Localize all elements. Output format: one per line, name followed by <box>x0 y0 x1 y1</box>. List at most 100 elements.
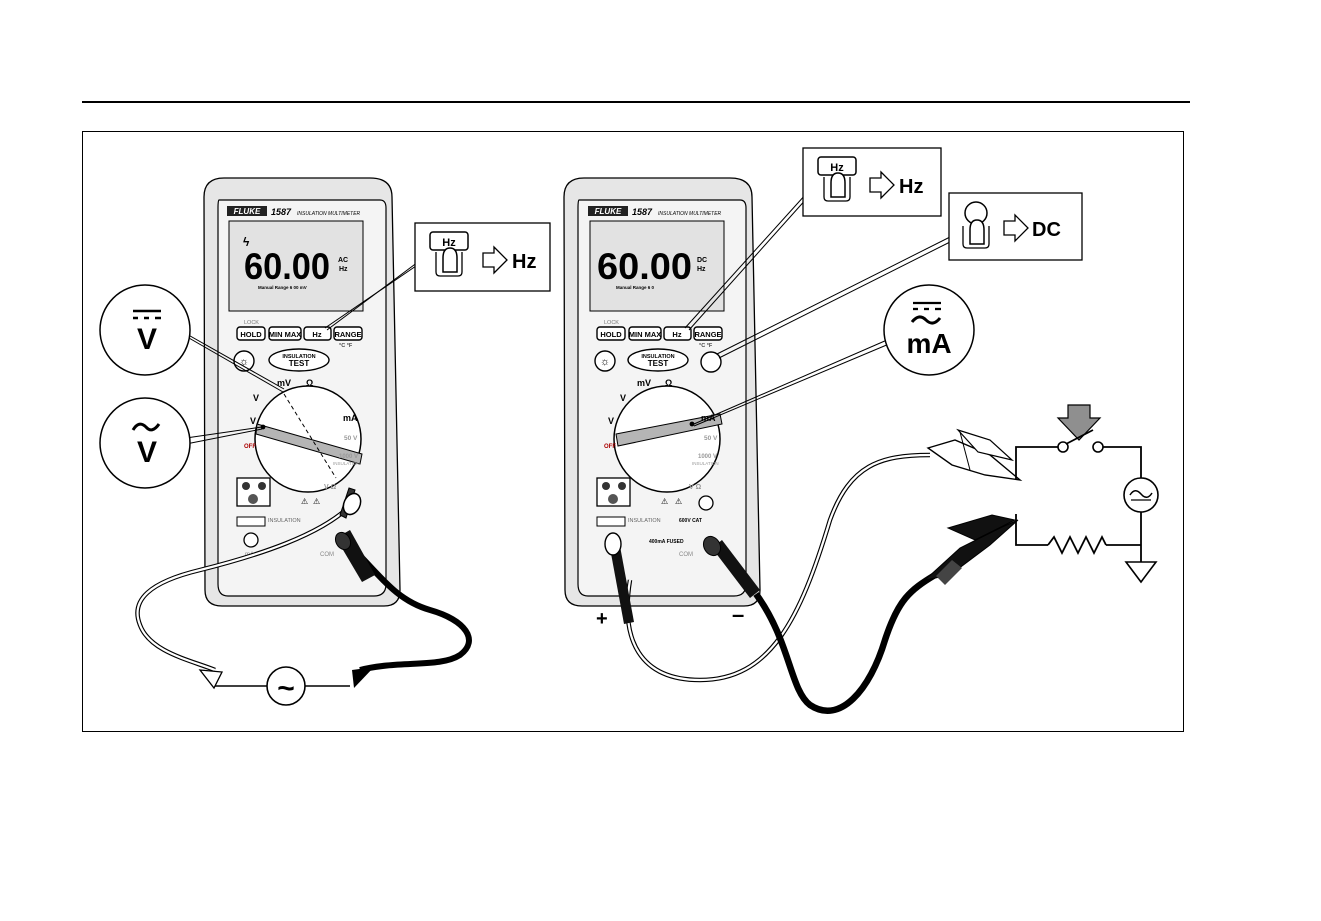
svg-text:V Ω: V Ω <box>689 484 702 491</box>
svg-text:DC: DC <box>1032 219 1061 241</box>
left-product: INSULATION MULTIMETER <box>297 211 361 217</box>
right-model: 1587 <box>632 207 653 217</box>
svg-text:V: V <box>137 323 157 356</box>
left-lock-label: LOCK <box>244 320 259 326</box>
left-backlight-button[interactable]: ☼ <box>233 350 255 372</box>
right-range-button[interactable]: RANGE <box>693 326 723 341</box>
svg-text:MIN MAX: MIN MAX <box>269 330 302 339</box>
callout-dc: DC <box>716 192 1083 359</box>
left-dial-vac: V <box>250 416 256 426</box>
right-dial-1000v: 1000 V <box>698 454 717 460</box>
resistor-symbol <box>1047 534 1107 556</box>
right-insulation-test-button[interactable]: INSULATION TEST <box>627 348 689 372</box>
alligator-clip-white <box>926 428 1023 482</box>
right-sun-icon: ☼ <box>600 356 610 368</box>
right-hz-button[interactable]: Hz <box>663 326 692 341</box>
svg-text:INSULATION: INSULATION <box>628 518 661 524</box>
press-arrow-icon <box>1056 404 1102 441</box>
right-backlight-button[interactable]: ☼ <box>594 350 616 372</box>
left-rotary-dial[interactable] <box>254 385 363 493</box>
svg-text:INSULATION: INSULATION <box>282 354 315 360</box>
left-brand: FLUKE <box>234 207 261 216</box>
right-lock-label: LOCK <box>604 320 619 326</box>
svg-text:Hz: Hz <box>899 176 923 198</box>
alligator-clip-black <box>923 514 1019 585</box>
left-insulation-test-button[interactable]: INSULATION TEST <box>268 348 330 372</box>
right-dial-ohm: Ω <box>665 378 672 388</box>
right-warning-icon-1: ⚠ <box>661 497 668 506</box>
svg-text:TEST: TEST <box>648 359 669 368</box>
right-dial-vdc: V <box>620 393 626 403</box>
left-display-status: Manual Range 6 00 mV <box>258 285 307 290</box>
right-temp-label: °C °F <box>699 343 713 349</box>
right-jacks: ⚠ ⚠ V Ω INSULATION 600V CAT 400mA FUSED … <box>596 477 714 558</box>
figure-frame <box>82 131 1184 732</box>
right-brand-badge <box>588 206 628 216</box>
right-dial-vac: V <box>608 416 614 426</box>
test-circuit <box>1015 404 1159 584</box>
right-hold-button[interactable]: HOLD <box>596 326 626 341</box>
svg-text:Hz: Hz <box>830 162 844 174</box>
plus-polarity: + <box>596 608 608 630</box>
left-dial-off: OFF <box>244 444 256 450</box>
svg-text:V Ω: V Ω <box>324 484 337 491</box>
svg-text:RANGE: RANGE <box>334 330 361 339</box>
right-warning-icon-2: ⚠ <box>675 497 682 506</box>
svg-text:COM: COM <box>679 552 693 558</box>
svg-text:COM: COM <box>320 552 334 558</box>
right-dial-mv: mV <box>637 378 651 388</box>
callout-dc-volts: V <box>99 284 285 393</box>
left-hold-button[interactable]: HOLD <box>236 326 266 341</box>
right-dial-insulation: INSULATION <box>692 461 719 466</box>
svg-text:Hz: Hz <box>512 251 536 273</box>
left-dial-vdc: V <box>253 393 259 403</box>
left-warning-icon-2: ⚠ <box>313 497 320 506</box>
left-hv-icon: ϟ <box>243 235 250 249</box>
svg-text:Hz: Hz <box>672 330 681 339</box>
left-minmax-button[interactable]: MIN MAX <box>268 326 302 341</box>
svg-text:HOLD: HOLD <box>600 330 622 339</box>
right-display-unit-top: DC <box>697 257 707 264</box>
minus-polarity: – <box>732 602 744 627</box>
callout-ac-volts: V <box>99 397 263 489</box>
svg-text:Hz: Hz <box>312 330 321 339</box>
right-display-status: Manual Range 6 0 <box>616 285 655 290</box>
right-display-unit-bottom: Hz <box>697 266 706 273</box>
right-product: INSULATION MULTIMETER <box>658 211 722 217</box>
left-display-unit-bottom: Hz <box>339 266 348 273</box>
right-multimeter: FLUKE 1587 INSULATION MULTIMETER 60.00 D… <box>563 177 761 607</box>
svg-text:V: V <box>137 436 157 469</box>
left-dial-mv: mV <box>277 378 291 388</box>
callout-hz-left: Hz Hz <box>324 222 551 331</box>
right-test-leads: + – <box>596 428 1023 714</box>
svg-text:RANGE: RANGE <box>694 330 721 339</box>
left-dial-1000v: 1000 V <box>339 454 358 460</box>
svg-text:600V CAT: 600V CAT <box>679 518 702 524</box>
right-rotary-dial[interactable] <box>613 385 723 493</box>
svg-text:INSULATION: INSULATION <box>268 518 301 524</box>
left-dial-ohm: Ω <box>306 378 313 388</box>
top-rule <box>82 101 1190 103</box>
left-dial-insulation: INSULATION <box>333 461 360 466</box>
left-jacks: ⚠ ⚠ V Ω INSULATION mA COM <box>236 477 337 558</box>
left-hz-button[interactable]: Hz <box>303 326 332 341</box>
svg-text:TEST: TEST <box>289 359 310 368</box>
right-blue-button[interactable] <box>700 351 722 373</box>
left-sun-icon: ☼ <box>239 356 249 368</box>
left-warning-icon-1: ⚠ <box>301 497 308 506</box>
svg-text:Hz: Hz <box>442 237 456 249</box>
left-brand-badge <box>227 206 267 216</box>
left-ac-source-symbol <box>266 666 306 706</box>
left-model: 1587 <box>271 207 292 217</box>
right-dial-off: OFF <box>604 444 616 450</box>
ground-symbol <box>1124 561 1158 584</box>
right-minmax-button[interactable]: MIN MAX <box>628 326 662 341</box>
left-range-button[interactable]: RANGE <box>333 326 363 341</box>
callout-ma: mA <box>693 284 975 427</box>
svg-text:MIN MAX: MIN MAX <box>629 330 662 339</box>
right-brand: FLUKE <box>595 207 622 216</box>
left-dial-ma: mA <box>343 413 358 423</box>
left-display-unit-top: AC <box>338 257 348 264</box>
svg-text:400mA FUSED: 400mA FUSED <box>649 539 684 545</box>
